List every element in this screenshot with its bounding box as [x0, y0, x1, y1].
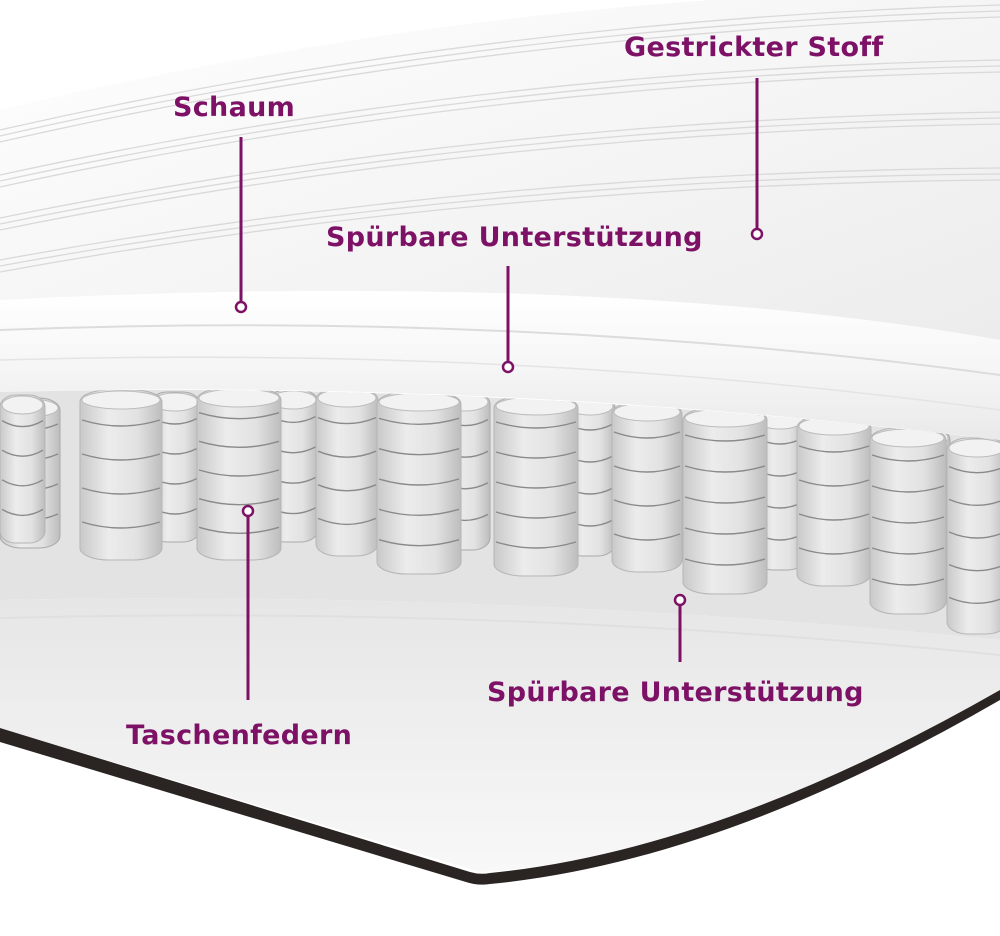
callout-lines — [234, 78, 764, 700]
foam-seam-line — [0, 324, 1000, 376]
pocket-spring — [682, 407, 768, 595]
label-foam: Schaum — [173, 92, 296, 123]
foam-layer — [0, 291, 1000, 440]
fabric-quilting-lines — [0, 4, 1000, 273]
pocket-spring — [315, 390, 379, 557]
pocket-spring — [0, 394, 46, 544]
base-support-layer — [0, 598, 1000, 872]
label-knitted-fabric: Gestrickter Stoff — [624, 32, 884, 63]
label-support-top: Spürbare Unterstützung — [326, 222, 703, 253]
label-support-bottom: Spürbare Unterstützung — [487, 677, 864, 708]
label-pocket-springs: Taschenfedern — [126, 720, 353, 751]
pocket-spring — [869, 427, 947, 615]
pocket-spring — [79, 390, 163, 561]
pocket-spring — [796, 415, 872, 587]
pocket-spring — [493, 395, 579, 577]
pocket-spring — [376, 391, 462, 575]
pocket-spring — [196, 390, 282, 561]
base-seam-line — [0, 614, 1000, 656]
pocket-spring — [611, 401, 683, 573]
pocket-spring — [946, 437, 1000, 635]
